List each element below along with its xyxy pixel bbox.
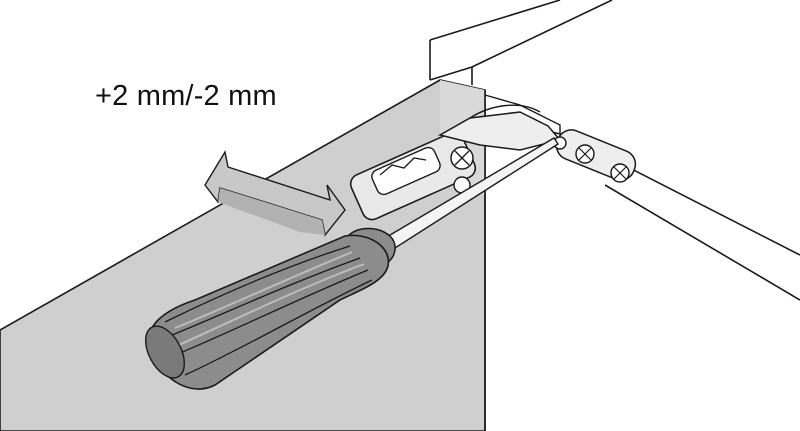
door-panel [0,79,486,431]
hinge-icon [349,94,637,221]
screwdriver-icon [145,137,559,390]
adjustment-range-label: +2 mm/-2 mm [95,80,277,112]
cabinet-body [429,0,800,431]
double-arrow-icon [204,150,346,237]
